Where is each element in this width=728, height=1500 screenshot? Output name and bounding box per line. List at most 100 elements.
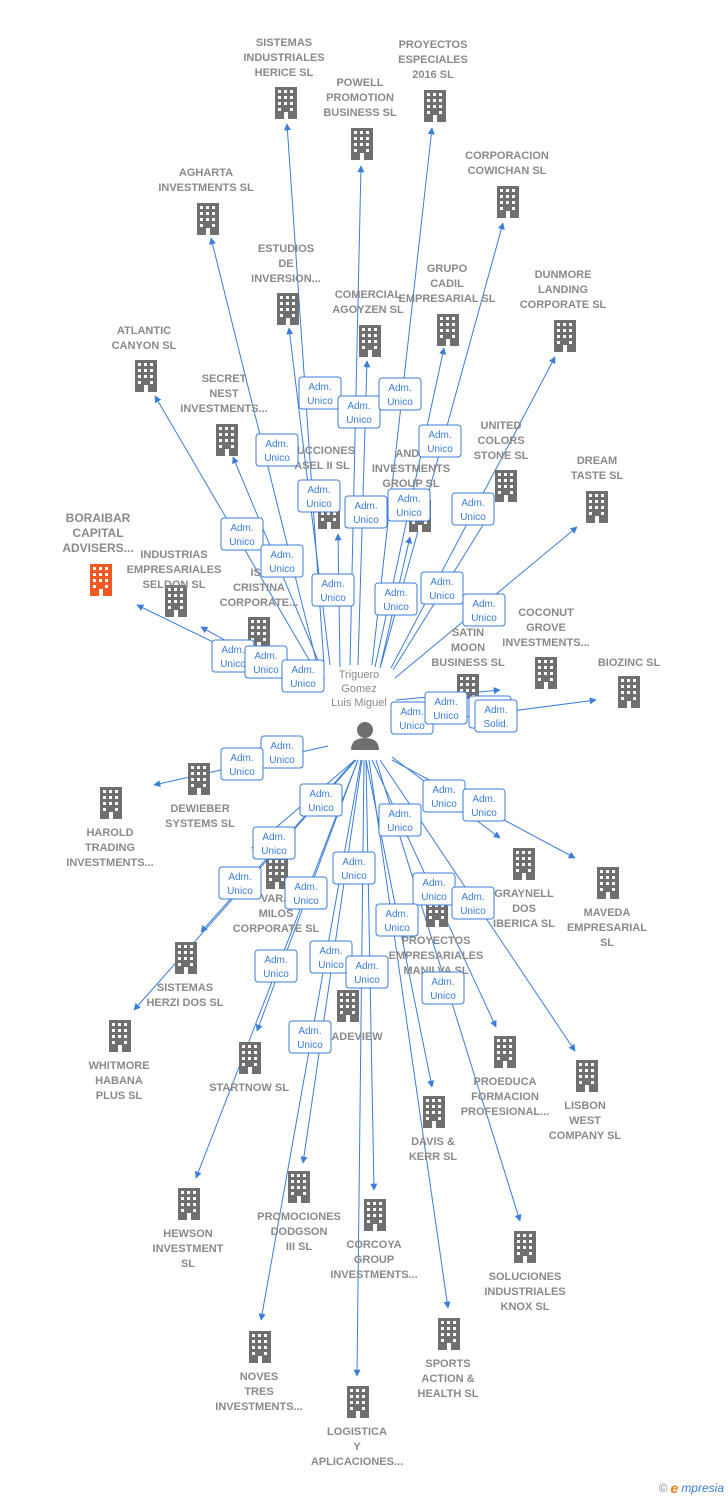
role-badge[interactable]: Adm.Unico — [418, 424, 462, 458]
role-badge[interactable]: Adm.Unico — [298, 376, 342, 410]
company-node-corcoya[interactable]: CORCOYAGROUPINVESTMENTS... — [330, 1199, 418, 1281]
company-label-line: CORCOYA — [346, 1239, 401, 1251]
company-label-line: PROMOTION — [326, 92, 394, 104]
company-node-secret_nest[interactable]: SECRETNESTINVESTMENTS... — [180, 373, 268, 456]
company-node-estudios[interactable]: ESTUDIOSDEINVERSION... — [251, 243, 321, 325]
company-label-line: SPORTS — [425, 1358, 470, 1370]
role-badge[interactable]: Adm.Unico — [337, 395, 381, 429]
company-node-davis_kerr[interactable]: DAVIS &KERR SL — [409, 1096, 458, 1163]
company-node-logistica[interactable]: LOGISTICAYAPLICACIONES... — [311, 1386, 403, 1468]
role-badge-text: Adm. — [264, 955, 287, 966]
role-badge-text: Adm. — [430, 577, 453, 588]
role-badge[interactable]: Adm.Unico — [252, 826, 296, 860]
company-node-startnow[interactable]: STARTNOW SL — [209, 1042, 289, 1094]
role-badge[interactable]: Adm.Unico — [375, 903, 419, 937]
role-badge[interactable]: Adm.Unico — [311, 573, 355, 607]
role-badge[interactable]: Adm.Unico — [421, 971, 465, 1005]
role-badge[interactable]: Adm.Unico — [344, 495, 388, 529]
brand-logo-initial: e — [670, 1480, 679, 1496]
company-label-line: Y — [353, 1441, 361, 1453]
role-badge[interactable]: Adm.Unico — [378, 803, 422, 837]
role-badge[interactable]: Adm.Unico — [299, 783, 343, 817]
role-badge[interactable]: Adm.Unico — [345, 955, 389, 989]
role-badge[interactable]: Adm.Unico — [281, 659, 325, 693]
role-badge[interactable]: Adm.Unico — [378, 377, 422, 411]
company-node-adeview[interactable]: ADEVIEW — [331, 990, 383, 1043]
role-badge[interactable]: Adm.Unico — [254, 949, 298, 983]
role-badge[interactable]: Adm.Unico — [390, 701, 434, 735]
company-node-biozinc[interactable]: BIOZINC SL — [598, 657, 661, 708]
company-label-line: INVESTMENT — [153, 1243, 224, 1255]
building-icon — [364, 1199, 386, 1231]
role-badge[interactable]: Adm.Unico — [255, 433, 299, 467]
company-node-harold[interactable]: HAROLDTRADINGINVESTMENTS... — [66, 787, 154, 869]
role-badge[interactable]: Adm.Unico — [374, 582, 418, 616]
role-badge[interactable]: Adm.Unico — [218, 866, 262, 900]
role-badge[interactable]: Adm.Unico — [422, 779, 466, 813]
role-badge[interactable]: Adm.Unico — [260, 544, 304, 578]
role-badge[interactable]: Adm.Unico — [424, 691, 468, 725]
role-badge[interactable]: Adm. Unico — [420, 571, 464, 605]
role-badge-box — [288, 1020, 332, 1054]
company-node-noves_tres[interactable]: NOVESTRESINVESTMENTS... — [215, 1331, 303, 1413]
role-badge[interactable]: Adm.Unico — [462, 788, 506, 822]
company-node-boraibar[interactable]: BORAIBARCAPITALADVISERS... — [62, 511, 134, 596]
role-badge-text: Unico — [429, 591, 455, 602]
role-badge[interactable]: Adm.Unico — [451, 492, 495, 526]
center-person[interactable]: Triguero Gomez Luis Miguel — [331, 669, 387, 750]
role-badge[interactable]: Adm.Unico — [297, 479, 341, 513]
building-icon — [514, 1231, 536, 1263]
company-label-line: EMPRESARIAL SL — [399, 293, 496, 305]
role-badge[interactable]: Adm.Unico — [244, 645, 288, 679]
company-label-line: COMPANY SL — [549, 1130, 622, 1142]
role-badge[interactable]: Adm.Unico — [332, 851, 376, 885]
building-icon — [618, 676, 640, 708]
role-badge[interactable]: Adm.Unico — [387, 488, 431, 522]
company-node-isla_cristina[interactable]: ISLCRISTINACORPORATE... — [220, 567, 299, 649]
company-label-line: STONE SL — [474, 450, 529, 462]
company-node-coconut[interactable]: COCONUTGROVEINVESTMENTS... — [502, 607, 590, 689]
role-badge-text: Unico — [293, 896, 319, 907]
company-node-proeduca[interactable]: PROEDUCAFORMACIONPROFESIONAL... — [461, 1036, 550, 1118]
role-badge[interactable]: Adm.Solid. — [474, 699, 518, 733]
role-badge[interactable]: Adm.Unico — [260, 735, 304, 769]
role-badge-box — [344, 495, 388, 529]
company-label-line: COLORS — [477, 435, 524, 447]
role-badge-box — [284, 876, 328, 910]
role-badge[interactable]: Adm.Unico — [288, 1020, 332, 1054]
role-badge[interactable]: Adm.Unico — [412, 872, 456, 906]
role-badge[interactable]: Adm.Unico — [451, 886, 495, 920]
role-badge-box — [337, 395, 381, 429]
role-badge[interactable]: Adm.Unico — [284, 876, 328, 910]
role-badge[interactable]: Adm.Unico — [220, 747, 264, 781]
building-icon — [554, 320, 576, 352]
role-badge[interactable]: Adm.Unico — [462, 593, 506, 627]
role-badge[interactable]: Adm.Unico — [220, 517, 264, 551]
